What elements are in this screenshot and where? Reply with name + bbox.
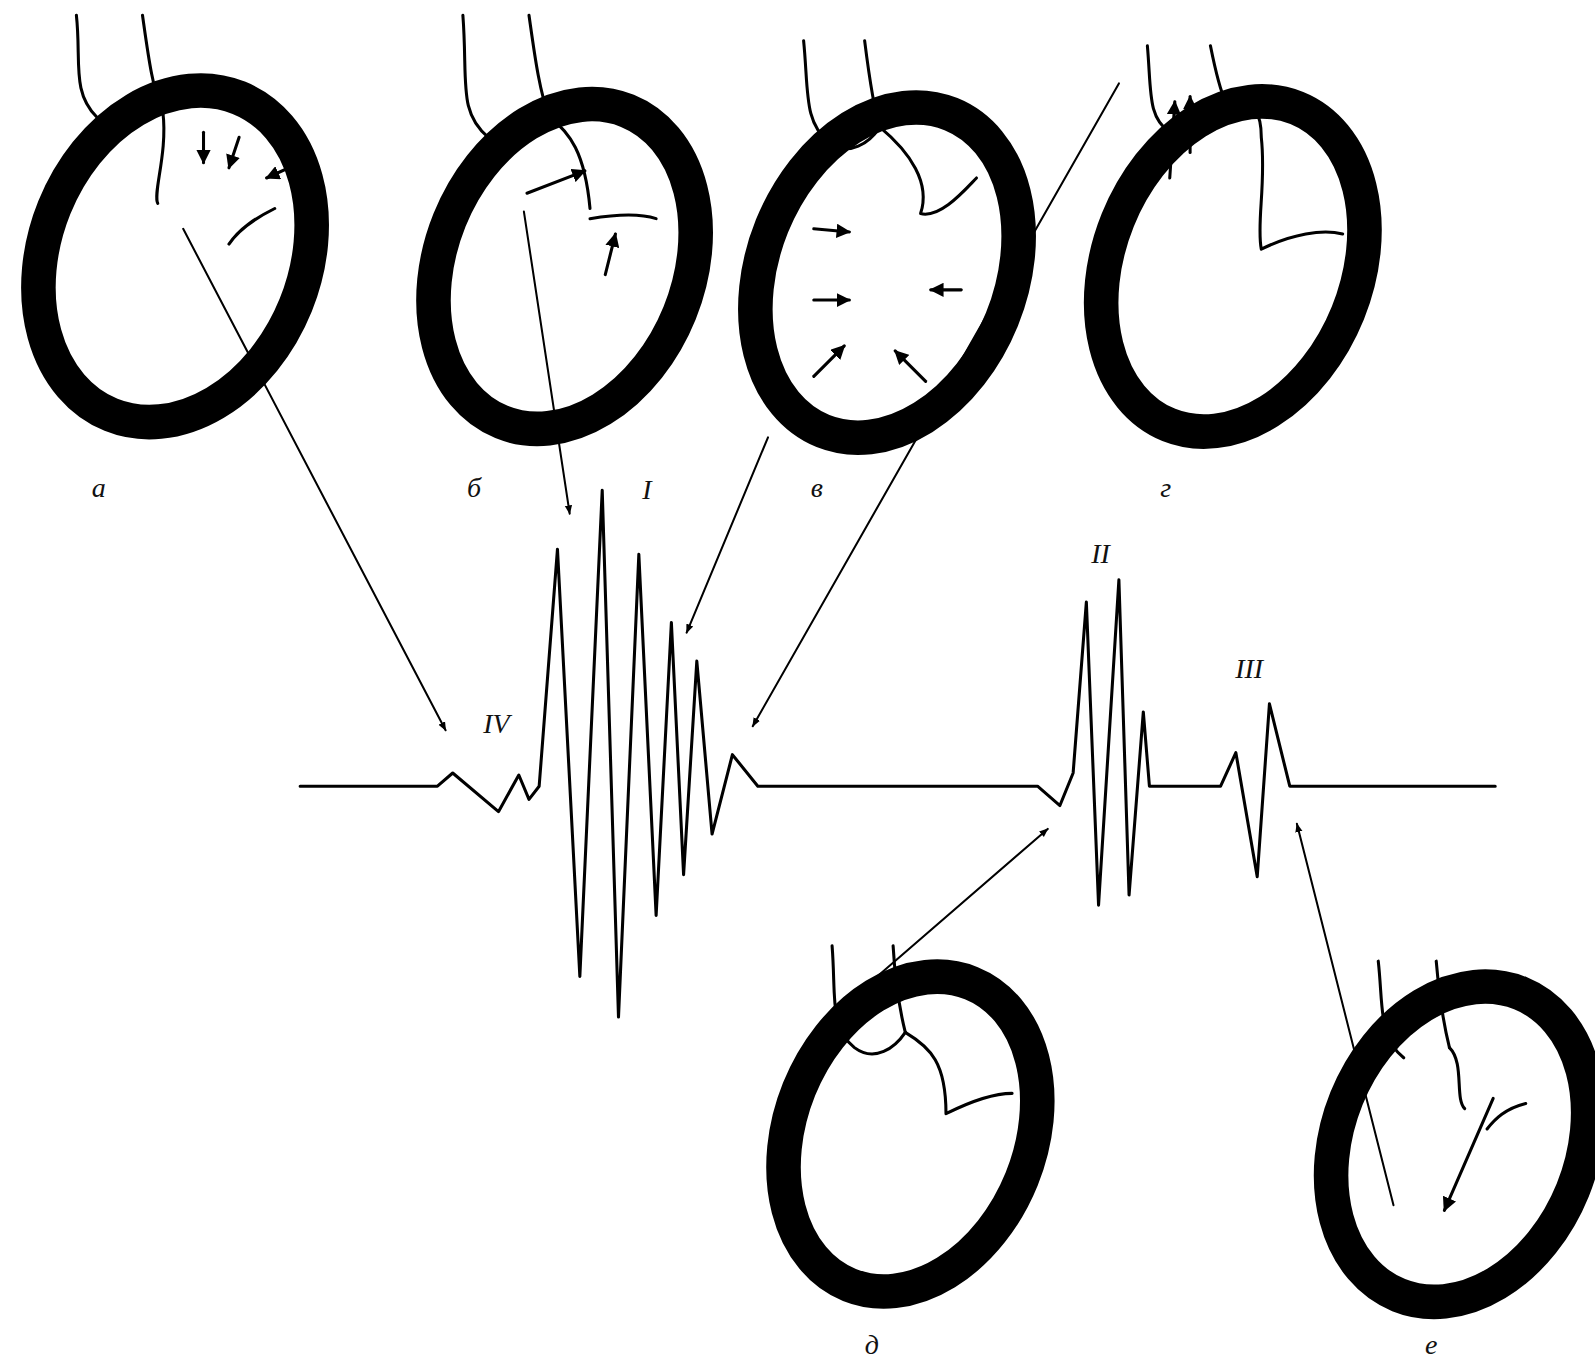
leader-arrows [183,83,1393,1205]
callout-letter: е [1425,1331,1437,1359]
callout-letter: а [92,474,106,502]
heart-figure [708,41,1066,478]
sound-trace [300,490,1495,1017]
heart-figure [0,15,360,463]
heart-figure [738,938,1082,1330]
callout-letter: II [1091,540,1110,568]
callout-letter: I [642,476,651,504]
callout-letter: III [1235,655,1263,683]
callout-letter: IV [483,710,509,738]
callout-letter: г [1160,474,1171,502]
callout-letter: в [811,474,823,502]
heart-figure [1285,948,1595,1341]
callout-letter: б [467,474,481,502]
heart-figure [1054,46,1412,472]
heart-figure [387,15,743,468]
callout-letter: д [865,1331,879,1359]
